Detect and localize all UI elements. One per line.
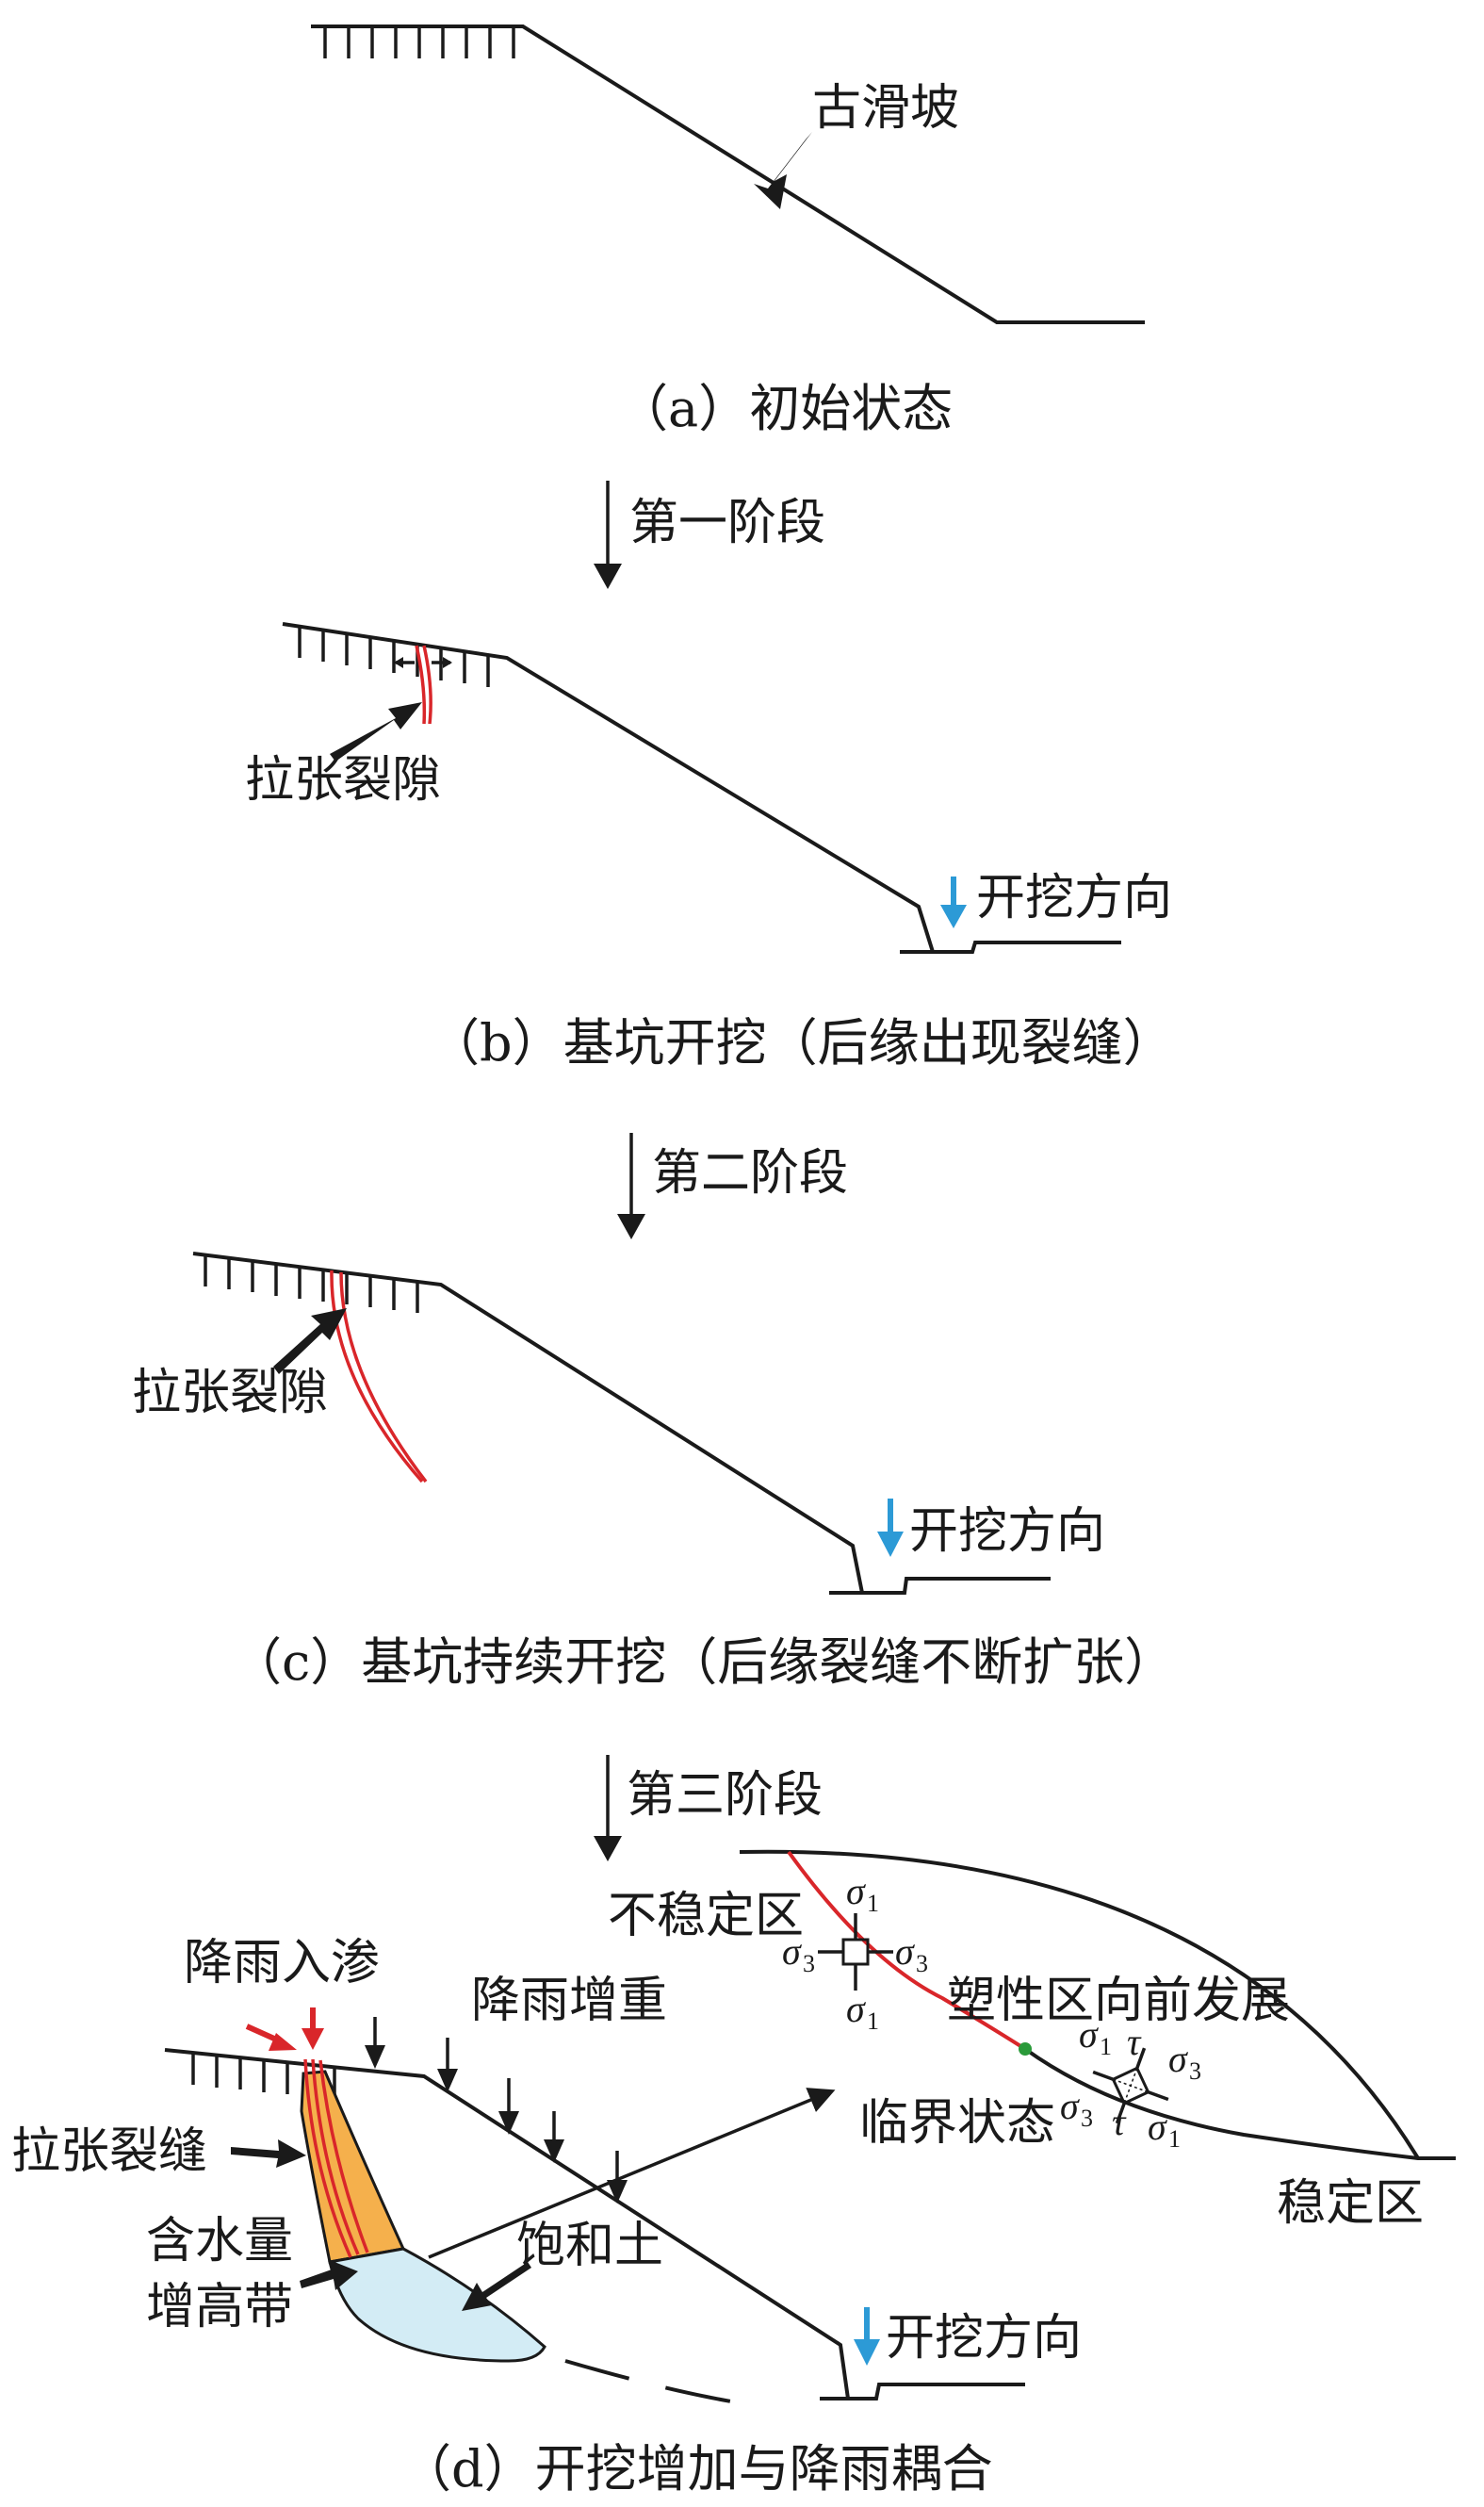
- failure-zone-detail: σ 1 σ 3 σ 3 σ 1 σ: [608, 1849, 1456, 2232]
- tension-crack: [415, 645, 427, 725]
- detail-link-arrow: [428, 2088, 836, 2259]
- excavation-direction-label: 开挖方向: [976, 870, 1172, 926]
- sigma1-bottom: σ: [846, 1988, 866, 2030]
- tension-crack: [339, 1271, 428, 1483]
- sigma1-top: σ: [846, 1870, 866, 1912]
- pointer-arrow: [273, 1308, 347, 1374]
- plastic-zone-line: [787, 1850, 1027, 2051]
- slope-profile: [164, 2048, 1025, 2400]
- tension-crack: [318, 2059, 369, 2253]
- caption-d: （d）开挖增加与降雨耦合: [400, 2439, 993, 2499]
- ground-hatching: [323, 26, 515, 58]
- tension-fissure-label: 拉张裂隙: [245, 752, 441, 809]
- ancient-landslide-label: 古滑坡: [812, 80, 959, 137]
- caption-c: （c）基坑持续开挖（后缘裂缝不断扩张）: [231, 1632, 1175, 1692]
- infiltration-arrows: [245, 2007, 324, 2051]
- rain-infiltration-label: 降雨入渗: [184, 1935, 380, 1991]
- slip-surface-dashed: [564, 2359, 755, 2407]
- rain-load-arrows: [365, 2017, 628, 2204]
- slope-profile: [282, 622, 1121, 954]
- ground-hatching: [204, 1255, 419, 1313]
- pointer-arrow: [231, 2139, 306, 2168]
- sigma3-left-sub: 3: [803, 1950, 815, 1977]
- sigma1-lower-sub: 1: [1168, 2125, 1181, 2153]
- pointer-arrow: [300, 2260, 358, 2290]
- stress-element-unstable: σ 1 σ 3 σ 3 σ 1: [782, 1870, 928, 2035]
- panel-a: 古滑坡 （a）初始状态: [311, 25, 1145, 438]
- slip-surface-critical: [1023, 2047, 1456, 2160]
- sigma1-lower: σ: [1148, 2106, 1167, 2148]
- excavation-arrow: [854, 2307, 880, 2366]
- stable-zone-label: 稳定区: [1277, 2175, 1424, 2232]
- rain-load-label: 降雨增重: [471, 1973, 667, 2029]
- excavation-arrow: [877, 1499, 904, 1557]
- panel-c: 拉张裂隙 开挖方向 （c）基坑持续开挖（后缘裂缝不断扩张）: [132, 1252, 1175, 1692]
- stage-1-label: 第一阶段: [629, 495, 825, 551]
- sigma3-right-sub: 3: [1189, 2057, 1201, 2085]
- tau-upper: τ: [1127, 2021, 1142, 2063]
- sigma3-left-sub: 3: [1081, 2105, 1093, 2132]
- pointer-arrow: [462, 2262, 531, 2311]
- slope-surface-curve: [739, 1849, 1420, 2160]
- opening-arrows: [394, 657, 452, 668]
- critical-state-label: 临界状态: [859, 2095, 1055, 2152]
- caption-a: （a）初始状态: [617, 379, 953, 438]
- sigma1-top-sub: 1: [867, 1890, 879, 1917]
- panel-d: 降雨入渗 降雨增重 拉张裂缝 含水量 增高带 饱和土 开挖方向: [11, 1849, 1456, 2499]
- stage-3-arrow: 第三阶段: [594, 1755, 823, 1861]
- caption-b: （b）基坑开挖（后缘出现裂缝）: [429, 1013, 1174, 1073]
- tension-crack: [330, 1270, 424, 1483]
- tension-fissure-label: 拉张裂隙: [132, 1365, 328, 1421]
- critical-point: [1019, 2042, 1032, 2056]
- stress-element-critical: σ 1 τ σ 3 σ 3 τ σ 1: [1060, 2013, 1201, 2153]
- tension-crack: [311, 2058, 360, 2255]
- pointer-arrow: [754, 132, 812, 209]
- moisture-band-label-line2: 增高带: [146, 2279, 293, 2335]
- saturated-soil-label: 饱和土: [516, 2218, 663, 2274]
- stage-1-arrow: 第一阶段: [594, 481, 825, 589]
- slope-profile: [311, 25, 1145, 324]
- moisture-band-label-line1: 含水量: [146, 2213, 293, 2269]
- sigma3-right: σ: [1168, 2038, 1188, 2080]
- sigma3-right: σ: [895, 1930, 915, 1973]
- plastic-zone-label: 塑性区向前发展: [947, 1973, 1290, 2029]
- sigma1-bottom-sub: 1: [867, 2007, 879, 2035]
- ground-hatching: [191, 2053, 336, 2099]
- sigma3-left: σ: [782, 1930, 802, 1973]
- stage-2-label: 第二阶段: [652, 1145, 848, 1202]
- stage-3-label: 第三阶段: [627, 1767, 823, 1824]
- panel-b: 拉张裂隙 开挖方向 （b）基坑开挖（后缘出现裂缝）: [245, 622, 1174, 1073]
- tension-crack-label: 拉张裂缝: [11, 2123, 207, 2180]
- slope-profile: [192, 1252, 1051, 1595]
- saturated-soil-zone: [328, 2247, 546, 2363]
- excavation-direction-label: 开挖方向: [909, 1503, 1105, 1560]
- tension-crack: [303, 2058, 352, 2258]
- sigma1-upper-sub: 1: [1100, 2033, 1112, 2060]
- tension-crack: [422, 645, 432, 725]
- excavation-direction-label: 开挖方向: [886, 2310, 1082, 2367]
- ground-hatching: [298, 627, 490, 687]
- sigma3-left: σ: [1060, 2085, 1080, 2127]
- excavation-arrow: [940, 877, 967, 928]
- pointer-arrow: [330, 702, 422, 762]
- stage-2-arrow: 第二阶段: [617, 1133, 848, 1239]
- tau-lower: τ: [1112, 2101, 1127, 2143]
- sigma1-upper: σ: [1079, 2013, 1099, 2056]
- sigma3-right-sub: 3: [916, 1950, 928, 1977]
- unstable-zone-label: 不稳定区: [608, 1888, 804, 1944]
